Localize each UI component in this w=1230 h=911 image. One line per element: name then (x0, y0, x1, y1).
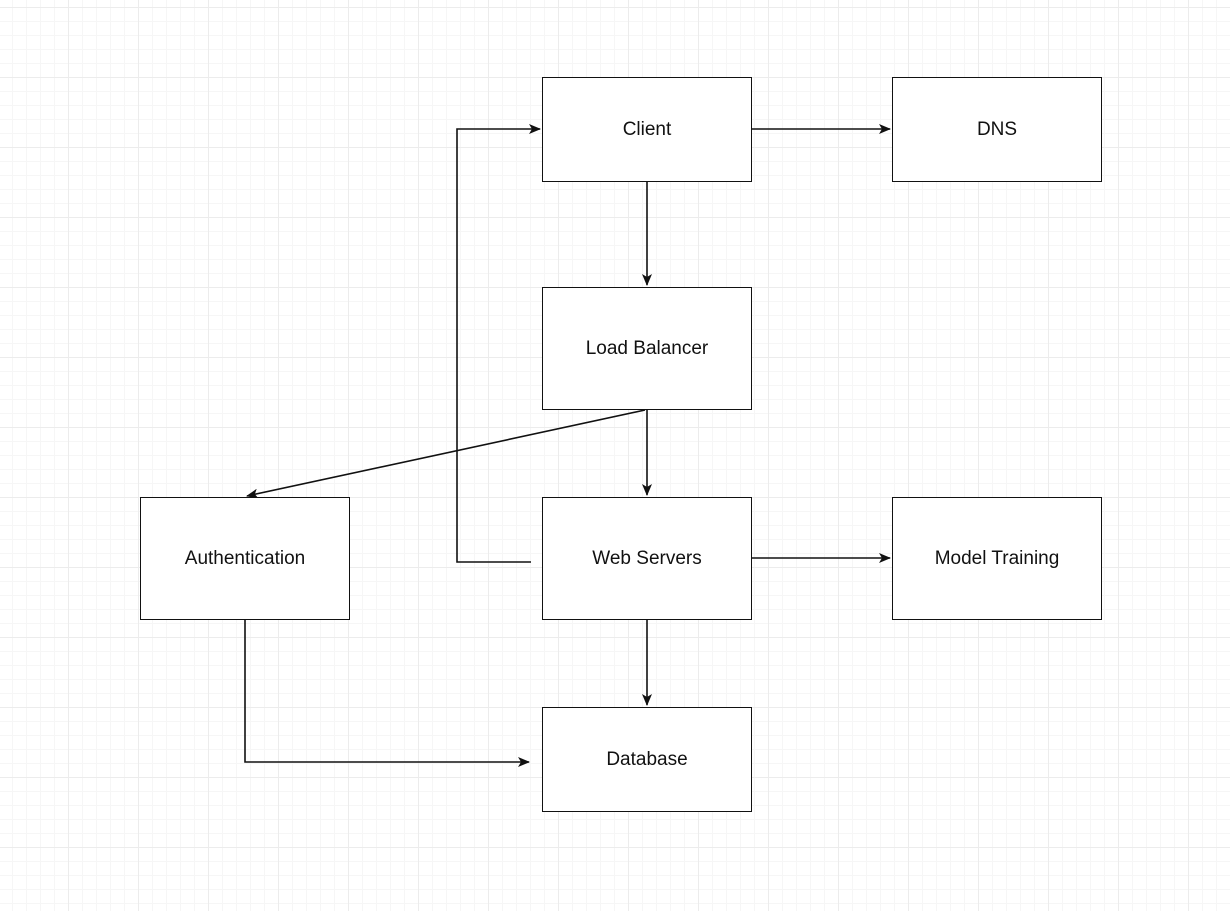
authentication-node[interactable]: Authentication (140, 497, 350, 620)
dns-label: DNS (976, 118, 1018, 140)
load-balancer-node[interactable]: Load Balancer (542, 287, 752, 410)
model-training-label: Model Training (934, 547, 1060, 569)
database-label: Database (606, 748, 688, 770)
edge-load-balancer-to-authentication[interactable] (246, 409, 646, 499)
web-servers-node[interactable]: Web Servers (542, 497, 752, 620)
web-servers-label: Web Servers (592, 547, 702, 569)
dns-node[interactable]: DNS (892, 77, 1102, 182)
model-training-node[interactable]: Model Training (892, 497, 1102, 620)
database-node[interactable]: Database (542, 707, 752, 812)
edge-authentication-to-database[interactable] (244, 620, 530, 767)
load-balancer-label: Load Balancer (585, 337, 709, 359)
authentication-label: Authentication (184, 547, 306, 569)
client-label: Client (622, 118, 672, 140)
edge-web-servers-to-client[interactable] (456, 124, 541, 563)
client-node[interactable]: Client (542, 77, 752, 182)
